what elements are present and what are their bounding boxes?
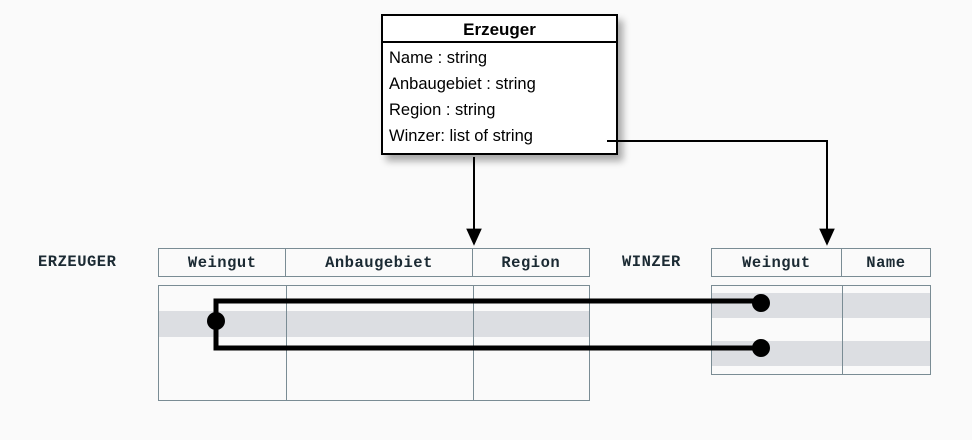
uml-attribute-region: Region : string bbox=[389, 101, 496, 119]
link-dot-erzeuger-row-2[interactable] bbox=[207, 312, 225, 330]
uml-attribute-list: Name : string Anbaugebiet : string Regio… bbox=[383, 43, 616, 149]
column-header-winzer-weingut: Weingut bbox=[712, 249, 842, 276]
table-row-winzer-highlighted-1[interactable] bbox=[712, 293, 930, 318]
uml-class-box-erzeuger[interactable]: Erzeuger Name : string Anbaugebiet : str… bbox=[381, 14, 618, 155]
uml-attribute-winzer: Winzer: list of string bbox=[389, 127, 533, 145]
table-label-winzer: WINZER bbox=[622, 253, 681, 271]
table-header-erzeuger: Weingut Anbaugebiet Region bbox=[158, 248, 590, 277]
table-row-winzer-highlighted-2[interactable] bbox=[712, 341, 930, 366]
link-dot-winzer-row-1[interactable] bbox=[752, 294, 770, 312]
uml-attribute-anbaugebiet: Anbaugebiet : string bbox=[389, 75, 536, 93]
column-divider-erzeuger-2 bbox=[473, 286, 474, 400]
uml-class-name: Erzeuger bbox=[383, 16, 616, 43]
column-header-winzer-name: Name bbox=[866, 253, 906, 272]
column-header-erzeuger-anbaugebiet: Anbaugebiet bbox=[286, 249, 473, 276]
column-divider-winzer-1 bbox=[842, 286, 843, 374]
link-dot-winzer-row-3[interactable] bbox=[752, 339, 770, 357]
uml-attribute-name: Name : string bbox=[389, 49, 488, 67]
column-header-erzeuger-region: Region bbox=[501, 253, 561, 272]
table-body-winzer[interactable] bbox=[711, 285, 931, 375]
winzer-mapping-arrow bbox=[607, 140, 835, 246]
column-divider-erzeuger-1 bbox=[286, 286, 287, 400]
column-header-erzeuger-weingut: Weingut bbox=[159, 249, 287, 276]
table-label-erzeuger: ERZEUGER bbox=[38, 253, 117, 271]
table-body-erzeuger[interactable] bbox=[158, 285, 590, 401]
table-header-winzer: Weingut Name bbox=[711, 248, 931, 277]
